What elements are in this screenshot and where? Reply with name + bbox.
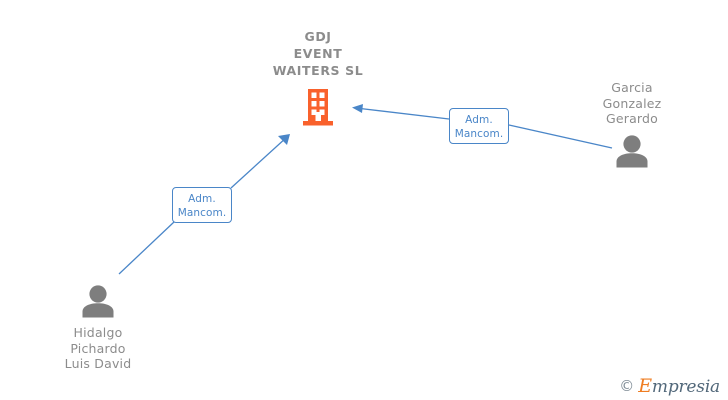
person-node-right[interactable]: Garcia Gonzalez Gerardo: [557, 80, 707, 168]
person-icon-wrap-right[interactable]: [557, 132, 707, 168]
person-avatar-icon[interactable]: [79, 284, 117, 318]
person-name-label-right: Garcia Gonzalez Gerardo: [602, 80, 662, 126]
relation-label-left[interactable]: Adm. Mancom.: [172, 187, 232, 223]
company-icon-wrap[interactable]: [243, 84, 393, 128]
edge-left-segment-outer: [118, 221, 175, 275]
edge-left-segment-inner: [230, 136, 288, 189]
company-name-label: GDJ EVENT WAITERS SL: [272, 29, 364, 78]
relation-label-right[interactable]: Adm. Mancom.: [449, 108, 509, 144]
person-name-label-left: Hidalgo Pichardo Luis David: [64, 325, 132, 371]
person-avatar-icon[interactable]: [613, 134, 651, 168]
person-node-left[interactable]: Hidalgo Pichardo Luis David: [23, 282, 173, 372]
arrowhead-right-icon: [352, 104, 363, 113]
brand-initial: E: [638, 375, 652, 397]
edge-right-segment-outer: [508, 124, 613, 149]
person-icon-wrap-left[interactable]: [23, 282, 173, 318]
brand-rest: mpresia: [651, 377, 720, 397]
brand-name: Empresia: [638, 377, 720, 396]
copyright-icon: ©: [619, 377, 635, 395]
company-node[interactable]: GDJ EVENT WAITERS SL: [243, 28, 393, 128]
office-building-icon[interactable]: [301, 86, 335, 128]
watermark: © Empresia: [619, 377, 720, 396]
arrowhead-left-icon: [278, 134, 290, 145]
edge-left-person-to-company: [118, 134, 290, 275]
edge-right-segment-inner: [355, 107, 450, 120]
edge-right-person-to-company: [352, 104, 613, 149]
